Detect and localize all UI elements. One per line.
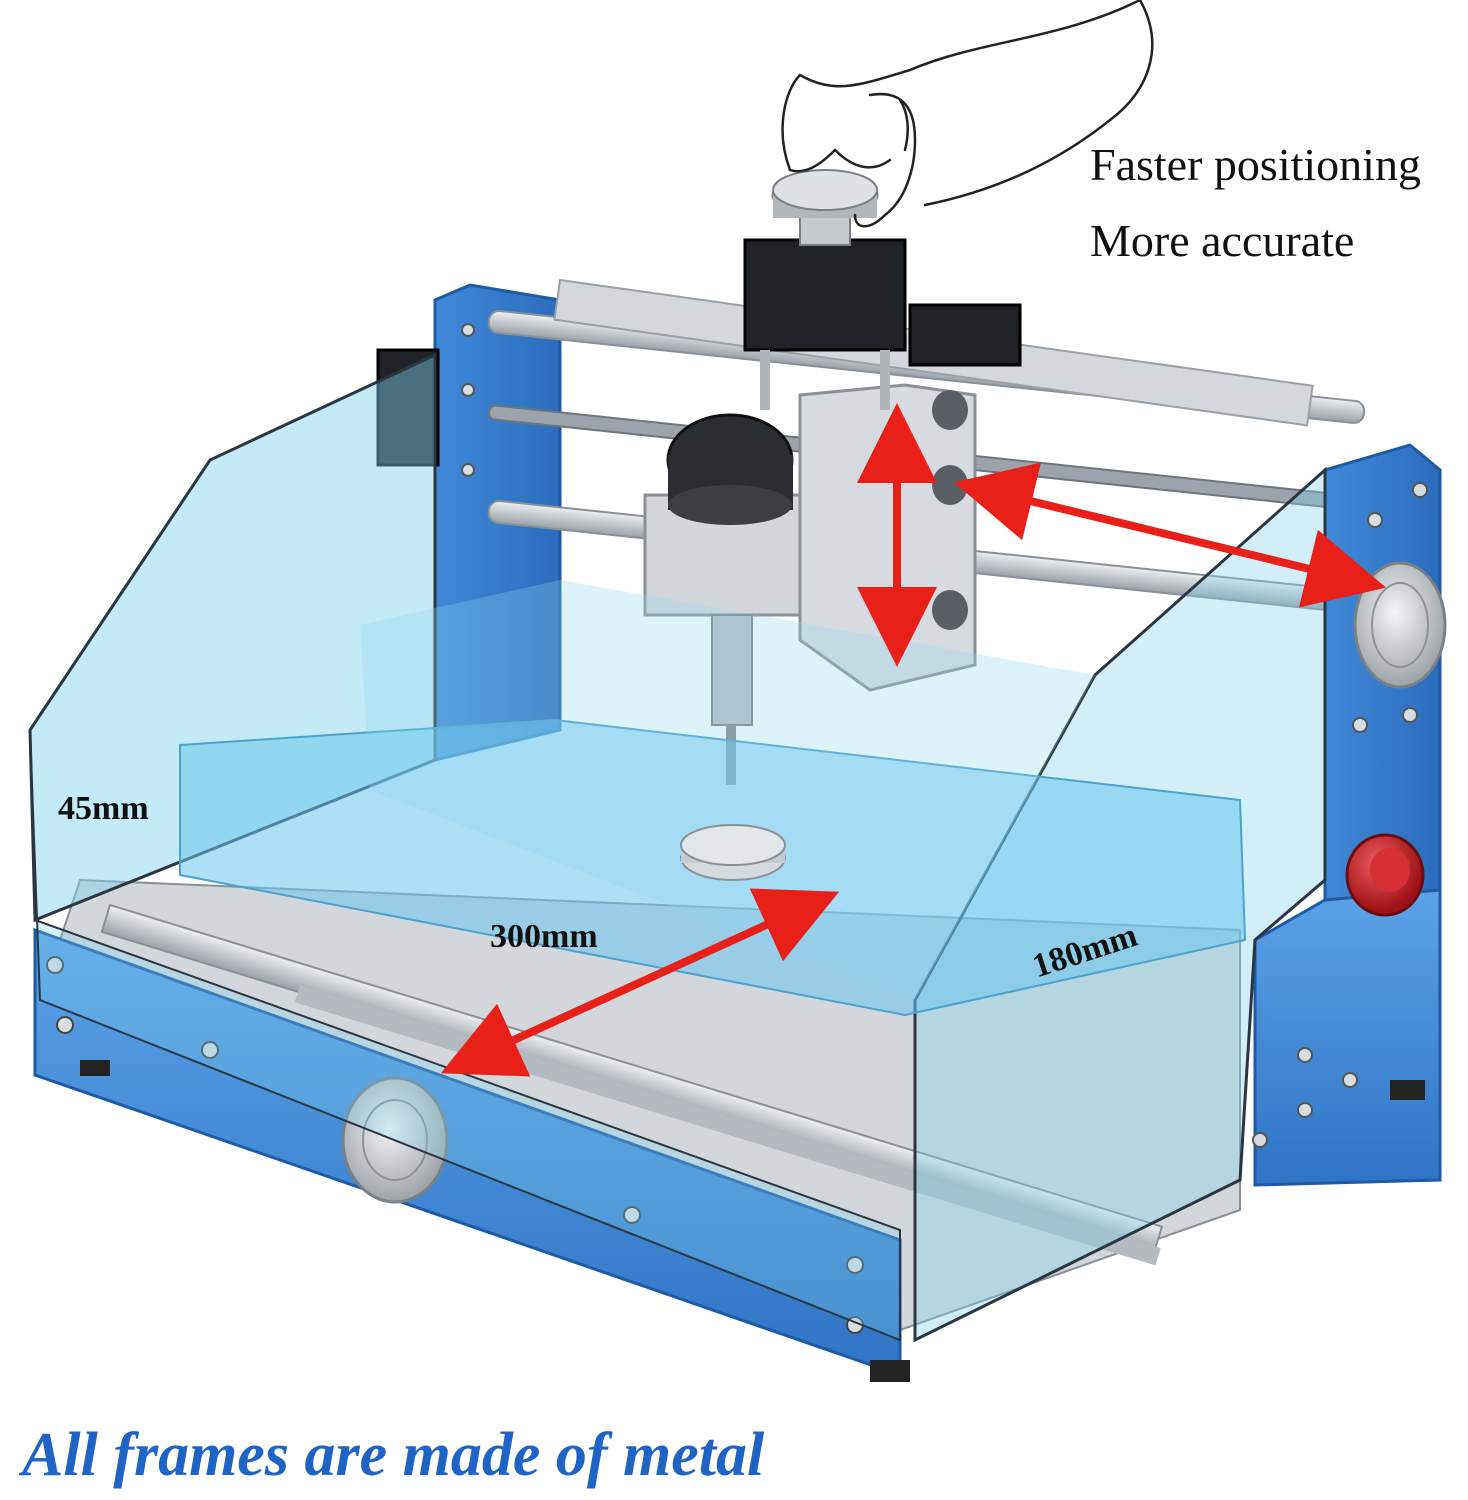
y-arrow bbox=[953, 462, 1387, 608]
footer-caption: All frames are made of metal bbox=[22, 1421, 765, 1489]
tagline-more-accurate: More accurate bbox=[1090, 215, 1355, 266]
x-travel-label: 300mm bbox=[490, 918, 598, 955]
z-travel-label: 45mm bbox=[58, 790, 149, 827]
x-arrow bbox=[440, 888, 840, 1077]
hand-icon bbox=[781, 0, 1154, 228]
x-stepper-motor bbox=[376, 303, 1022, 467]
tagline-faster-positioning: Faster positioning bbox=[1090, 139, 1421, 190]
z-probe-puck bbox=[680, 824, 786, 881]
stop-button-icon bbox=[1345, 833, 1425, 917]
y-axis-knob bbox=[1353, 561, 1447, 689]
dimension-arrows bbox=[440, 403, 1387, 1077]
acrylic-cover bbox=[28, 352, 1327, 1343]
z-stepper-motor bbox=[743, 169, 907, 410]
